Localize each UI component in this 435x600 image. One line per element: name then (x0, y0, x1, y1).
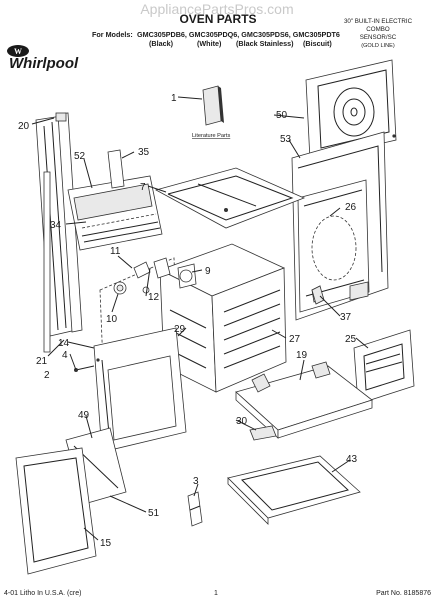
callout-1: 1 (171, 93, 177, 104)
callout-52: 52 (74, 151, 86, 162)
whirlpool-logo: W Whirlpool (7, 45, 79, 72)
color-black-stainless: (Black Stainless) (236, 39, 294, 48)
callout-15: 15 (100, 538, 112, 549)
callout-20: 20 (18, 121, 30, 132)
control-panel (67, 149, 163, 251)
footer-page-number: 1 (214, 590, 218, 597)
callout-12: 12 (148, 292, 160, 303)
footer-part-number: Part No. 8185876 (376, 590, 431, 597)
models-prefix: For Models: (92, 30, 133, 39)
hinge-slot (189, 505, 201, 511)
door-frame (74, 327, 187, 453)
callout-3: 3 (193, 476, 199, 487)
footer-litho: 4-01 Litho In U.S.A. (cre) (4, 590, 81, 597)
callout-2: 2 (44, 370, 50, 381)
color-white: (White) (197, 39, 222, 48)
brand-name: Whirlpool (9, 55, 79, 72)
callout-34: 34 (50, 220, 62, 231)
callout-29: 29 (174, 324, 186, 335)
callout-7: 7 (140, 182, 146, 193)
product-type-line1: 30" BUILT-IN ELECTRIC (344, 18, 413, 25)
leader-lines (31, 96, 369, 541)
door-gasket (15, 447, 97, 575)
callout-43: 43 (346, 454, 358, 465)
callout-35: 35 (138, 147, 150, 158)
callout-21: 21 (36, 356, 48, 367)
callout-50: 50 (276, 110, 288, 121)
callout-4: 4 (62, 350, 68, 361)
callout-53: 53 (280, 134, 292, 145)
trim-strips (35, 112, 83, 353)
color-black: (Black) (149, 39, 174, 48)
callout-26: 26 (345, 202, 357, 213)
hinge (187, 491, 203, 527)
callout-49: 49 (78, 410, 90, 421)
callout-11: 11 (110, 246, 121, 257)
models-list: GMC305PDB6, GMC305PDQ6, GMC305PDS6, GMC3… (137, 30, 340, 39)
callout-51: 51 (148, 508, 160, 519)
clip (249, 425, 277, 441)
logo-mark: W (14, 47, 22, 56)
small-parts (113, 257, 197, 295)
callout-25: 25 (345, 334, 357, 345)
watermark-text: AppliancePartsPros.com (140, 1, 293, 17)
side-panel (291, 131, 389, 321)
callout-14: 14 (58, 338, 70, 349)
callouts: 1 2 3 4 7 9 10 11 12 14 15 19 20 21 25 2… (18, 93, 358, 549)
literature-label: Literature Parts (192, 133, 230, 139)
product-type-line3: SENSOR/SC (360, 34, 397, 41)
callout-27: 27 (289, 334, 301, 345)
callout-30: 30 (236, 416, 248, 427)
product-type-line2: COMBO (366, 26, 390, 33)
top-vent-plate (154, 167, 306, 229)
page-title: OVEN PARTS (179, 12, 256, 26)
callout-9: 9 (205, 266, 211, 277)
callout-10: 10 (106, 314, 118, 325)
callout-37: 37 (340, 312, 352, 323)
bottom-pan (227, 455, 361, 525)
literature-part: Literature Parts (192, 85, 230, 139)
color-biscuit: (Biscuit) (303, 39, 332, 48)
callout-19: 19 (296, 350, 308, 361)
product-type-line4: (GOLD LINE) (361, 43, 395, 49)
door-panel (353, 329, 415, 405)
